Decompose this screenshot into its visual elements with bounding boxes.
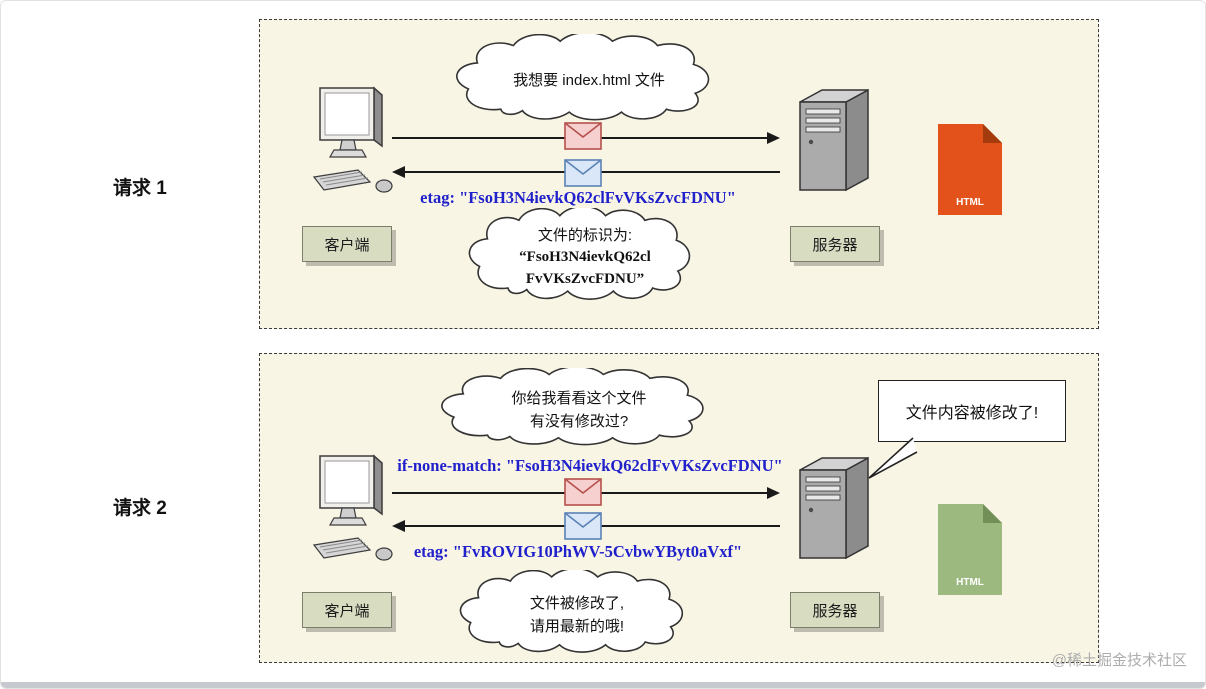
- response-envelope-icon: [564, 159, 602, 187]
- cloud-shape: [458, 570, 696, 660]
- etag-response-header: etag: "FsoH3N4ievkQ62clFvVKsZvcFDNU": [420, 188, 736, 207]
- thought-cloud-check-file: 你给我看看这个文件 有没有修改过?: [439, 368, 719, 452]
- cloud-shape: [439, 368, 719, 452]
- thought-cloud-use-latest: 文件被修改了, 请用最新的哦!: [458, 570, 696, 660]
- request-envelope-icon: [564, 478, 602, 506]
- client-computer-icon: [308, 82, 400, 200]
- cloud-shape: [454, 34, 724, 128]
- server-label-box: 服务器: [790, 226, 880, 262]
- client-label-box: 客户端: [302, 592, 392, 628]
- cloud-line: 你给我看看这个文件: [511, 389, 647, 407]
- watermark: @稀土掘金技术社区: [1051, 652, 1187, 669]
- client-computer-icon: [308, 450, 400, 568]
- speech-bubble-tail: [868, 437, 918, 479]
- client-label: 客户端: [324, 602, 370, 620]
- arrowhead-icon: [392, 166, 405, 178]
- request-1-label: 请求 1: [113, 178, 167, 199]
- html-file-label: HTML: [956, 197, 984, 208]
- etag-response-header: etag: "FvROVIG10PhWV-5CvbwYByt0aVxf": [413, 542, 743, 561]
- cloud-shape: [467, 208, 703, 308]
- client-label: 客户端: [324, 236, 370, 254]
- server-icon: [784, 452, 879, 564]
- cloud-line: 文件被修改了,: [529, 594, 625, 612]
- thought-cloud-file-id: 文件的标识为: “FsoH3N4ievkQ62cl FvVKsZvcFDNU”: [467, 208, 703, 308]
- server-label: 服务器: [812, 602, 858, 620]
- bottom-edge-strip: [1, 682, 1205, 688]
- html-file-label: HTML: [956, 577, 984, 588]
- cloud-line-code: FvVKsZvcFDNU”: [525, 270, 645, 287]
- cloud-line: 请用最新的哦!: [529, 618, 625, 635]
- cloud-line-code: “FsoH3N4ievkQ62cl: [519, 249, 651, 266]
- client-label-box: 客户端: [302, 226, 392, 262]
- cloud-line: 我想要 index.html 文件: [513, 72, 665, 90]
- response-envelope-icon: [564, 512, 602, 540]
- request-envelope-icon: [564, 122, 602, 150]
- request-2-panel: 你给我看看这个文件 有没有修改过? if-none-match: "FsoH3N…: [259, 353, 1099, 663]
- cloud-text: 文件被修改了, 请用最新的哦!: [458, 570, 696, 660]
- speech-bubble-file-modified: 文件内容被修改了!: [868, 380, 1066, 479]
- server-icon: [784, 84, 879, 196]
- arrowhead-icon: [767, 487, 780, 499]
- request-1-panel: 我想要 index.html 文件: [259, 19, 1099, 329]
- speech-bubble-text: 文件内容被修改了!: [905, 405, 1039, 422]
- if-none-match-header: if-none-match: "FsoH3N4ievkQ62clFvVKsZvc…: [397, 456, 783, 475]
- cloud-line: 有没有修改过?: [529, 413, 629, 430]
- arrowhead-icon: [767, 132, 780, 144]
- arrowhead-icon: [392, 520, 405, 532]
- cloud-line: 文件的标识为:: [537, 227, 633, 245]
- server-label: 服务器: [812, 236, 858, 254]
- cloud-text: 我想要 index.html 文件: [454, 34, 724, 128]
- cloud-text: 你给我看看这个文件 有没有修改过?: [439, 368, 719, 452]
- cloud-text: 文件的标识为: “FsoH3N4ievkQ62cl FvVKsZvcFDNU”: [467, 208, 703, 308]
- server-label-box: 服务器: [790, 592, 880, 628]
- thought-cloud-want-file: 我想要 index.html 文件: [454, 34, 724, 128]
- html-file-icon-orange: HTML: [936, 122, 1004, 217]
- request-2-label: 请求 2: [113, 498, 167, 519]
- html-file-icon-green: HTML: [936, 502, 1004, 597]
